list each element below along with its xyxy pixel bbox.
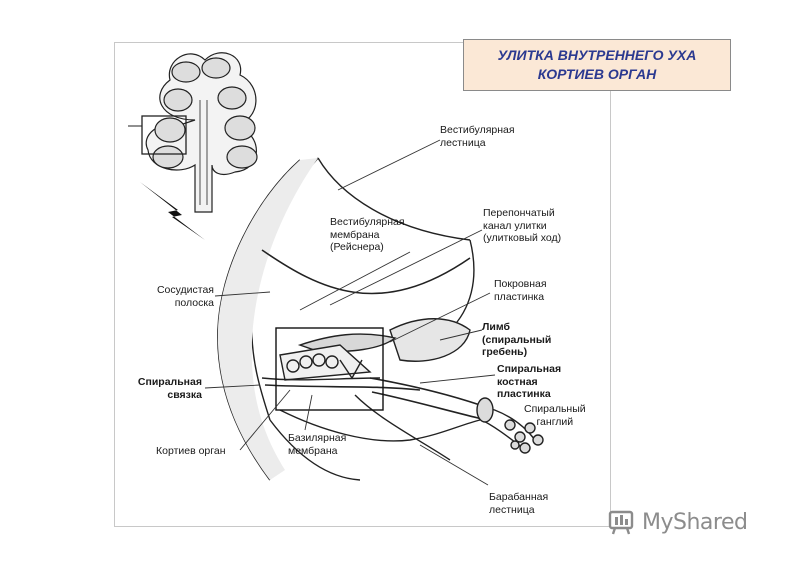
label-basilar-membrane: Базилярная мембрана xyxy=(288,432,347,457)
label-vascular-strip: Сосудистая полоска xyxy=(156,284,214,309)
myshared-watermark: MyShared xyxy=(608,505,768,539)
leader-lines xyxy=(204,139,496,486)
myshared-logo-icon xyxy=(608,510,634,535)
cochlear-duct-drawing xyxy=(217,157,544,481)
label-spiral-ganglion: Спиральный ганглий xyxy=(524,403,586,428)
label-limbus: Лимб (спиральный гребень) xyxy=(482,321,552,358)
label-organ-of-corti: Кортиев орган xyxy=(156,445,226,457)
label-vestibular-scala: Вестибулярная лестница xyxy=(440,124,515,149)
label-vestibular-membrane: Вестибулярная мембрана (Рейснера) xyxy=(330,216,405,253)
title-box: УЛИТКА ВНУТРЕННЕГО УХА КОРТИЕВ ОРГАН xyxy=(463,39,731,91)
label-tympanic-scala: Барабанная лестница xyxy=(489,491,549,516)
cochlea-thumbnail xyxy=(128,52,258,213)
myshared-text: MyShared xyxy=(642,509,748,535)
label-tectorial-membrane: Покровная пластинка xyxy=(494,278,547,303)
title-line-2: КОРТИЕВ ОРГАН xyxy=(537,66,657,82)
figure-frame xyxy=(114,42,611,527)
label-membranous-canal: Перепончатый канал улитки (улитковый ход… xyxy=(483,207,562,244)
label-spiral-ligament: Спиральная связка xyxy=(137,376,202,401)
title-line-1: УЛИТКА ВНУТРЕННЕГО УХА xyxy=(497,47,697,63)
label-spiral-bony-lamina: Спиральная костная пластинка xyxy=(497,363,562,400)
